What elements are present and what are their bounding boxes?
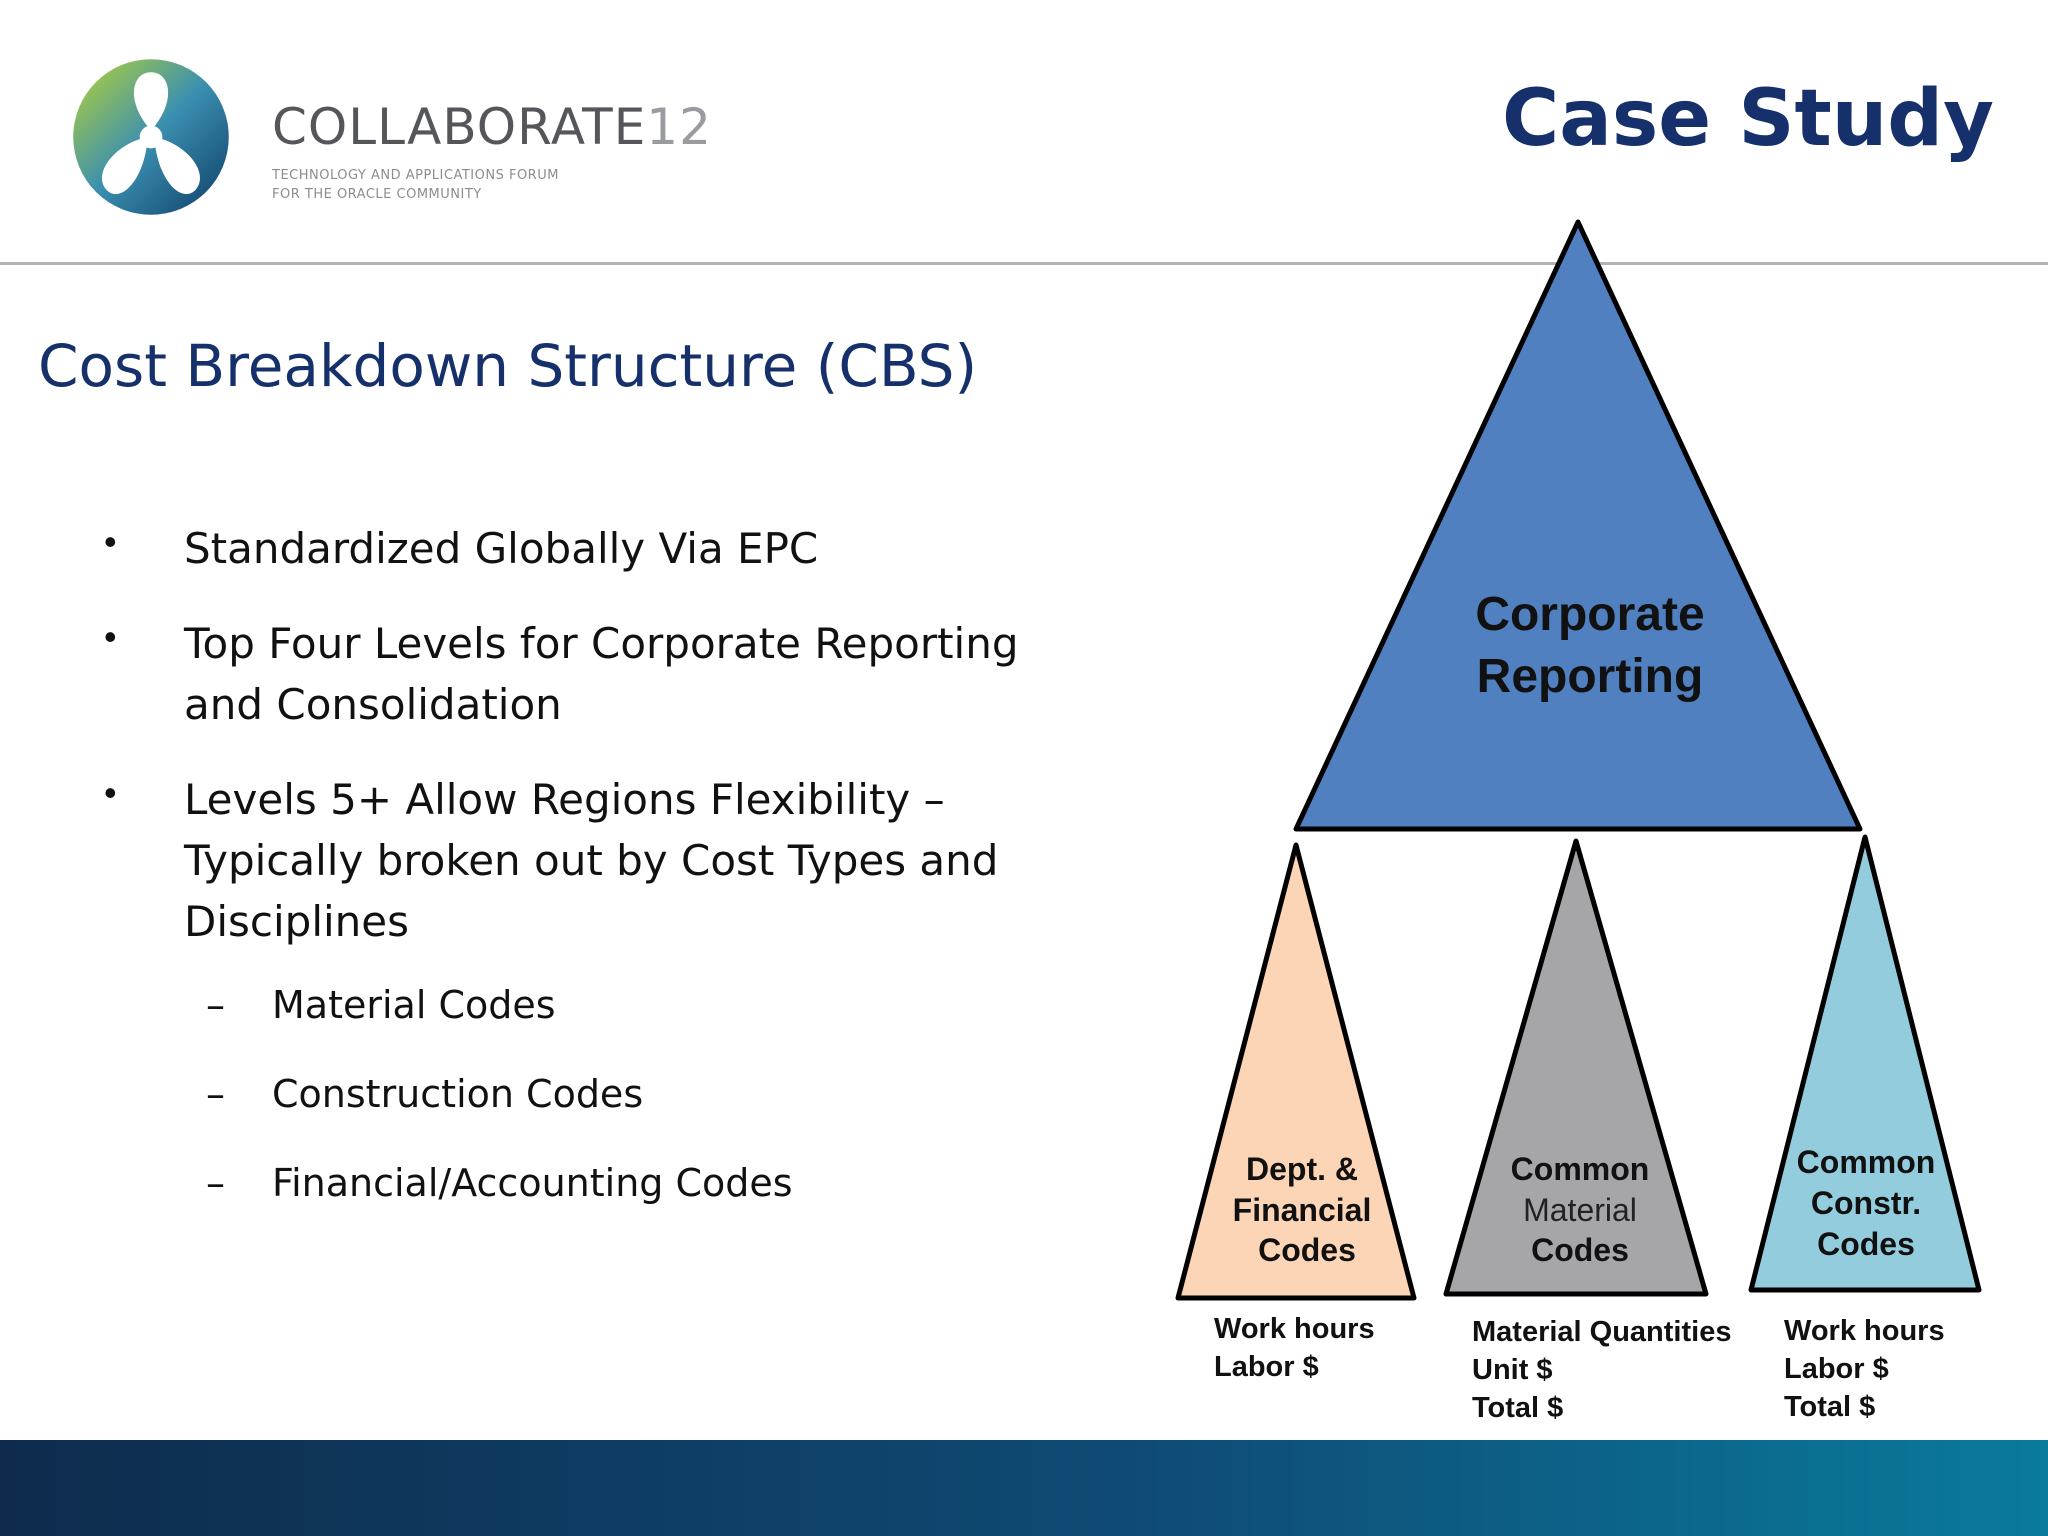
material-codes-label-line-2: Material bbox=[1523, 1192, 1637, 1228]
sub-bullet-marker: – bbox=[206, 1072, 225, 1116]
construction-measure-1: Work hours bbox=[1784, 1315, 1945, 1347]
financial-codes-label-line-3: Codes bbox=[1258, 1232, 1356, 1268]
construction-codes-label-line-2: Constr. bbox=[1811, 1185, 1921, 1221]
construction-codes-triangle bbox=[1748, 834, 1982, 1293]
financial-codes-label-line-2: Financial bbox=[1233, 1192, 1372, 1228]
sub-bullet-text: Material Codes bbox=[272, 983, 556, 1027]
brand-tagline-line-2: FOR THE ORACLE COMMUNITY bbox=[272, 187, 482, 202]
material-codes-label-line-1: Common bbox=[1511, 1151, 1650, 1187]
construction-measure-2: Labor $ bbox=[1784, 1353, 1889, 1385]
corporate-reporting-label-line-1: Corporate bbox=[1475, 588, 1704, 641]
bullet-item: • Standardized Globally Via EPC bbox=[0, 518, 1080, 579]
sub-bullet-marker: – bbox=[206, 983, 225, 1027]
material-codes-label-line-3: Codes bbox=[1531, 1232, 1629, 1268]
slide-header-title: Case Study bbox=[1501, 74, 1994, 164]
brand-tagline-line-1: TECHNOLOGY AND APPLICATIONS FORUM bbox=[272, 168, 559, 183]
financial-measure-1: Work hours bbox=[1214, 1313, 1375, 1345]
brand-number: 12 bbox=[646, 98, 712, 156]
construction-codes-label-line-3: Codes bbox=[1817, 1226, 1915, 1262]
brand-tagline: TECHNOLOGY AND APPLICATIONS FORUM FOR TH… bbox=[272, 166, 712, 204]
sub-bullet-marker: – bbox=[206, 1161, 225, 1205]
financial-measure-2: Labor $ bbox=[1214, 1351, 1319, 1383]
bullet-text: Levels 5+ Allow Regions Flexibility – Ty… bbox=[184, 775, 999, 946]
header-divider bbox=[0, 262, 2048, 265]
brand-block: COLLABORATE12 TECHNOLOGY AND APPLICATION… bbox=[272, 102, 712, 204]
bullet-list: • Standardized Globally Via EPC • Top Fo… bbox=[0, 518, 1080, 986]
bullet-item: • Top Four Levels for Corporate Reportin… bbox=[0, 613, 1080, 735]
material-measure-3: Total $ bbox=[1472, 1392, 1563, 1424]
bullet-marker: • bbox=[104, 772, 117, 813]
bullet-text: Top Four Levels for Corporate Reporting … bbox=[184, 619, 1019, 729]
construction-codes-label-line-1: Common bbox=[1797, 1144, 1936, 1180]
footer-band bbox=[0, 1440, 2048, 1536]
collaborate-logo-icon bbox=[73, 59, 229, 215]
financial-codes-triangle bbox=[1175, 842, 1417, 1301]
corporate-reporting-triangle bbox=[1293, 219, 1863, 832]
material-measure-2: Unit $ bbox=[1472, 1354, 1553, 1386]
brand-name: COLLABORATE12 bbox=[272, 98, 712, 156]
sub-bullet-text: Construction Codes bbox=[272, 1072, 644, 1116]
construction-measure-3: Total $ bbox=[1784, 1391, 1875, 1423]
section-title: Cost Breakdown Structure (CBS) bbox=[38, 332, 978, 400]
bullet-item: • Levels 5+ Allow Regions Flexibility – … bbox=[0, 769, 1080, 952]
financial-codes-label-line-1: Dept. & bbox=[1246, 1151, 1358, 1187]
material-measure-1: Material Quantities bbox=[1472, 1316, 1731, 1348]
sub-bullet-text: Financial/Accounting Codes bbox=[272, 1161, 793, 1205]
bullet-marker: • bbox=[104, 616, 117, 657]
corporate-reporting-label-line-2: Reporting bbox=[1477, 650, 1704, 703]
bullet-text: Standardized Globally Via EPC bbox=[184, 524, 819, 573]
material-codes-triangle bbox=[1443, 838, 1709, 1297]
bullet-marker: • bbox=[104, 521, 117, 562]
